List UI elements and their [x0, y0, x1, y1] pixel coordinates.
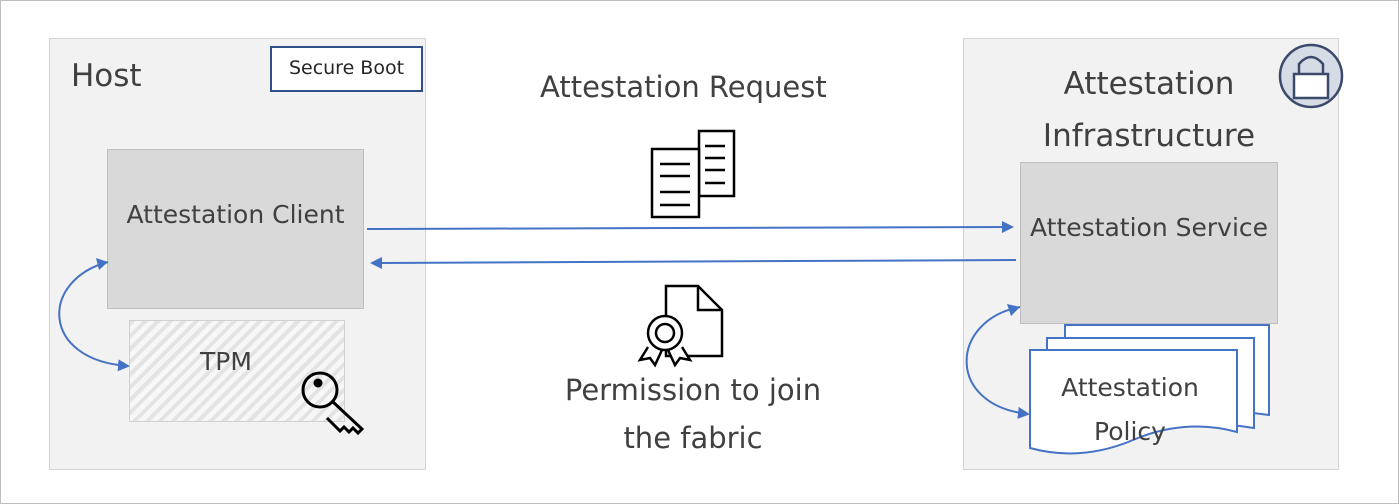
attestation-request-label: Attestation Request: [540, 70, 827, 104]
attestation-policy-stack: [1029, 324, 1270, 455]
tpm-label: TPM: [200, 347, 252, 376]
certificate-icon: [637, 284, 724, 368]
attestation-client-box: Attestation Client: [107, 149, 364, 309]
secure-boot-badge: Secure Boot: [270, 46, 423, 92]
request-arrow: [366, 221, 1014, 234]
host-title: Host: [71, 58, 142, 94]
infra-curved-arrow: [965, 306, 1030, 419]
documents-icon: [650, 129, 736, 219]
key-icon: [301, 371, 365, 436]
infrastructure-title: Attestation Infrastructure: [1042, 66, 1256, 154]
response-arrow: [370, 256, 1017, 269]
lock-icon: [1278, 43, 1344, 109]
attestation-service-box: Attestation Service: [1020, 162, 1278, 324]
attestation-policy-label: Attestation Policy: [1061, 373, 1199, 446]
permission-label: Permission to join the fabric: [564, 373, 822, 455]
tpm-box: [129, 320, 345, 422]
host-curved-arrow: [58, 261, 130, 372]
